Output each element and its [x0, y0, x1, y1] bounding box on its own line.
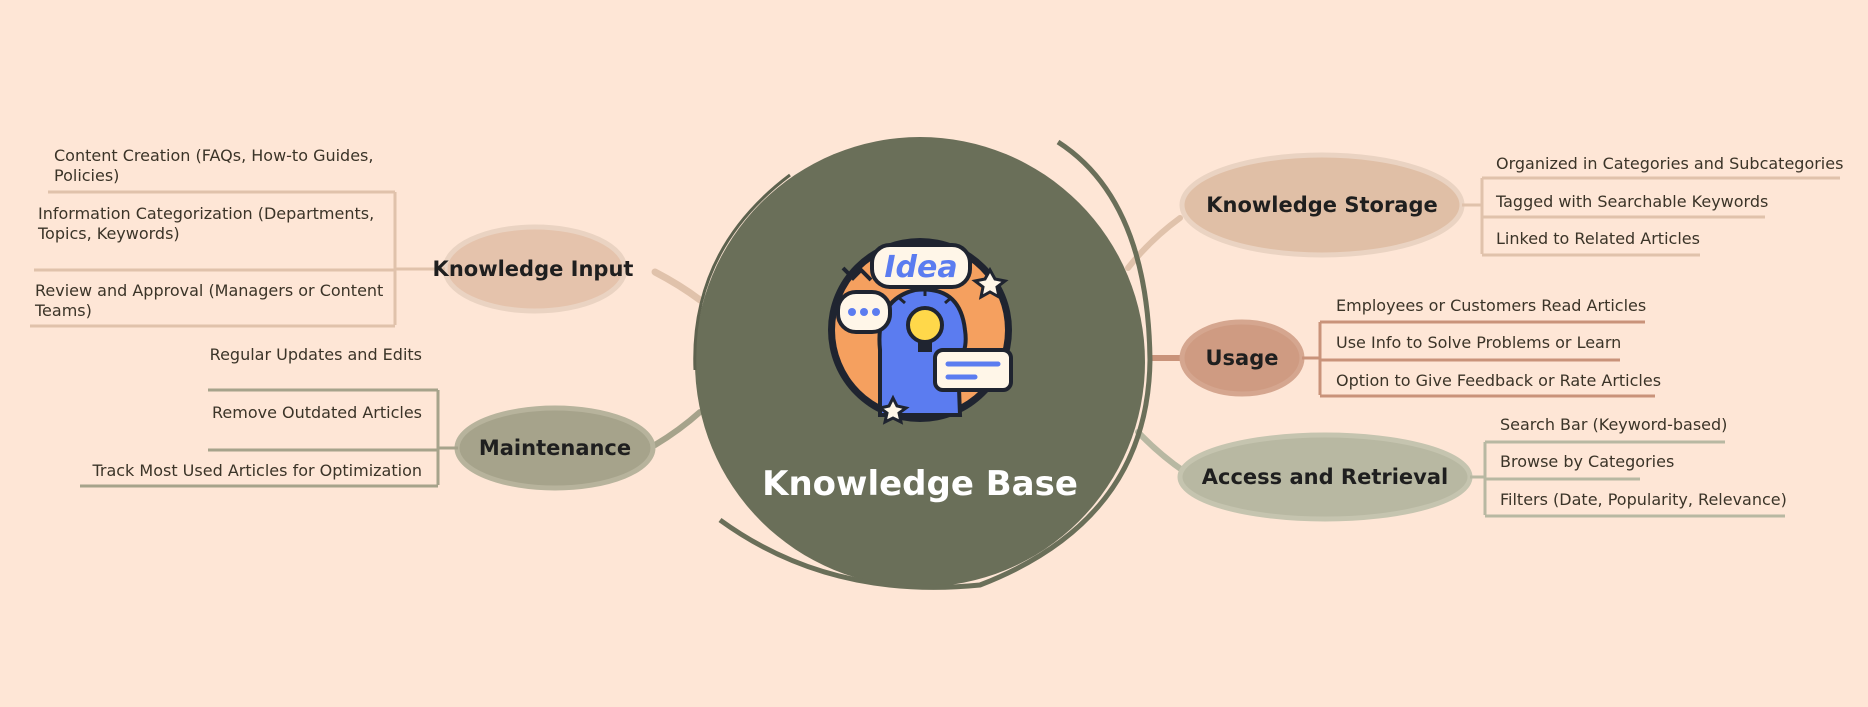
usage-label: Usage	[1205, 346, 1279, 370]
access-retrieval-item: Filters (Date, Popularity, Relevance)	[1500, 490, 1787, 509]
knowledge-input-item: Review and Approval (Managers or Content…	[35, 281, 384, 320]
idea-illustration	[828, 238, 1013, 425]
knowledge-storage-item: Organized in Categories and Subcategorie…	[1496, 154, 1844, 173]
maintenance-item: Track Most Used Articles for Optimizatio…	[92, 461, 422, 480]
knowledge-storage-item: Tagged with Searchable Keywords	[1496, 192, 1769, 211]
access-retrieval-item: Browse by Categories	[1500, 452, 1675, 471]
idea-badge: Idea	[870, 243, 972, 289]
knowledge-storage-label: Knowledge Storage	[1206, 193, 1438, 217]
knowledge-input-item: Content Creation (FAQs, How-to Guides, P…	[54, 146, 374, 185]
usage-item: Option to Give Feedback or Rate Articles	[1336, 371, 1662, 390]
branch-knowledge-storage[interactable]	[1179, 152, 1840, 258]
knowledge-storage-item: Linked to Related Articles	[1496, 229, 1700, 248]
connector-maintenance	[652, 409, 703, 448]
central-circle-sketch-stroke	[718, 139, 1153, 590]
maintenance-item: Remove Outdated Articles	[211, 403, 422, 422]
branch-usage[interactable]	[1179, 319, 1655, 398]
branch-maintenance[interactable]	[80, 388, 656, 491]
central-title: Knowledge Base	[762, 464, 1078, 504]
usage-item: Employees or Customers Read Articles	[1336, 296, 1647, 315]
access-retrieval-item: Search Bar (Keyword-based)	[1500, 415, 1728, 434]
idea-badge-text: Idea	[884, 250, 957, 285]
branch-knowledge-input[interactable]	[30, 190, 628, 328]
usage-item: Use Info to Solve Problems or Learn	[1336, 333, 1622, 352]
branch-access-retrieval[interactable]	[1177, 432, 1785, 522]
connector-knowledge-input	[651, 268, 704, 304]
access-retrieval-label: Access and Retrieval	[1201, 465, 1449, 489]
knowledge-input-label: Knowledge Input	[432, 257, 634, 281]
maintenance-label: Maintenance	[478, 436, 632, 460]
connector-knowledge-storage	[1125, 215, 1183, 271]
knowledge-input-item: Information Categorization (Departments,…	[38, 204, 375, 243]
connector-access	[1135, 429, 1188, 475]
branch-connectors	[651, 215, 1188, 475]
maintenance-item: Regular Updates and Edits	[209, 345, 422, 364]
